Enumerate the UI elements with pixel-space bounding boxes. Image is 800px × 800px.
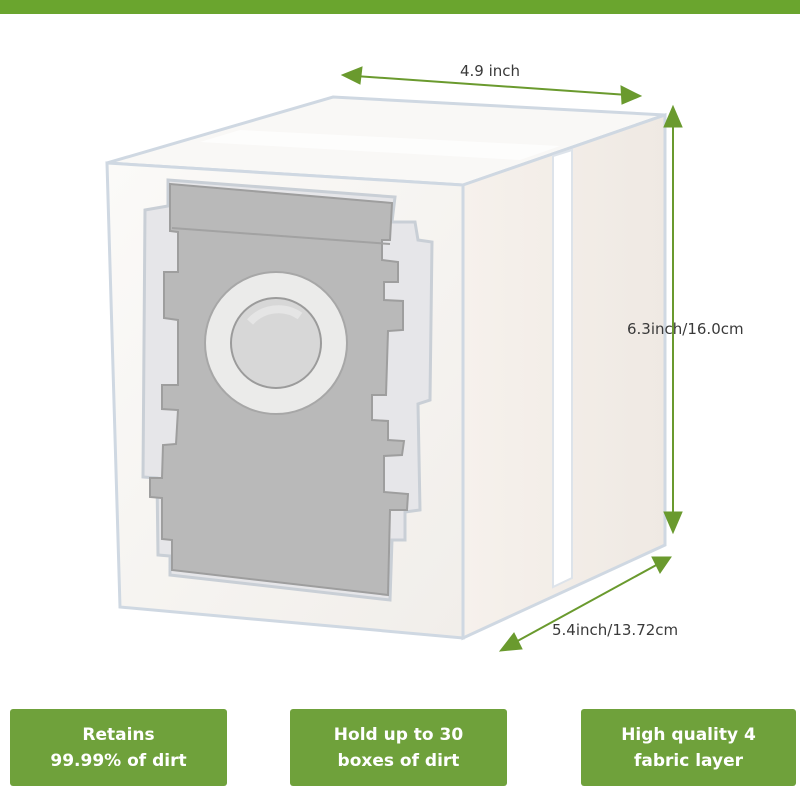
feature-line-1: Retains — [82, 724, 155, 745]
feature-line-2: boxes of dirt — [337, 750, 460, 771]
width-arrow — [340, 66, 643, 105]
depth-arrow — [498, 556, 672, 652]
feature-line-1: Hold up to 30 — [333, 724, 464, 745]
feature-box-dirt-retention: Retains 99.99% of dirt — [10, 709, 227, 786]
feature-box-fabric-layer: High quality 4 fabric layer — [581, 709, 796, 786]
top-green-bar — [0, 0, 800, 14]
feature-box-capacity: Hold up to 30 boxes of dirt — [290, 709, 507, 786]
feature-line-2: fabric layer — [633, 750, 743, 771]
feature-line-2: 99.99% of dirt — [50, 750, 187, 771]
feature-line-1: High quality 4 — [621, 724, 756, 745]
depth-label: 5.4inch/13.72cm — [552, 621, 679, 639]
height-label: 6.3inch/16.0cm — [627, 320, 744, 338]
width-label: 4.9 inch — [460, 62, 521, 80]
dust-bag-illustration — [105, 66, 683, 652]
height-arrow — [663, 104, 683, 535]
